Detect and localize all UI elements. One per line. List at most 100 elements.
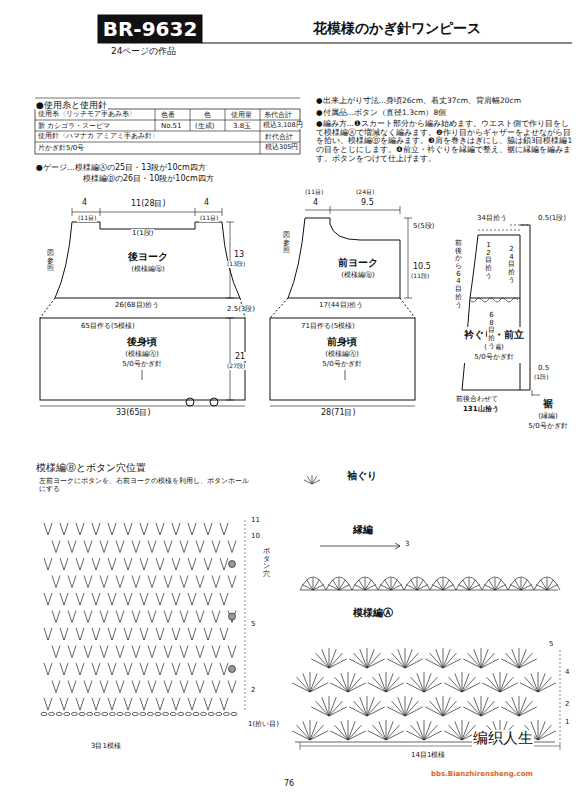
stitch [406,672,442,692]
dimension-label: ボタン穴 [262,548,271,579]
stitch [510,578,531,590]
dimension-label: 2 [564,700,570,708]
stitch [349,696,385,716]
stitch [204,523,212,535]
stitch [212,576,220,588]
stitch [76,628,84,640]
stitch [326,577,352,590]
stitch [501,696,537,716]
piece-name: 裾 [528,397,567,411]
stitch [204,663,212,675]
stitch [164,576,172,588]
dimension-label: 10 [250,532,261,540]
stitch [92,523,100,535]
stitch [52,681,60,693]
info-text: 使用糸〈リッチモア手あみ糸〉 [37,111,137,118]
stitch [76,593,84,605]
piece-name: 後ヨーク [128,250,168,264]
dimension-label: 図参照 [46,250,55,273]
piece-note: (縁編) [528,411,567,421]
stitch [132,611,140,623]
header-rule [202,43,572,44]
stitch [44,523,52,535]
front-body-outline [270,318,415,400]
stitch [132,541,140,553]
stitch [482,672,518,692]
dimension-label: 2.5(3段) [226,305,256,313]
stitch [212,646,220,658]
stitch [60,698,68,710]
stitch [520,672,556,692]
stitch [328,578,349,590]
stitch [148,646,156,658]
piece-note: (模様編Ⓑ) [128,264,168,274]
dimension-label: 5 [548,640,554,648]
back-yoke-outline [55,222,240,298]
stitch [92,558,100,570]
stitch [84,541,92,553]
pattern-piece: 前ヨーク(模様編Ⓑ) [335,255,381,281]
info-text: 税込305円 [264,144,299,151]
dimension-label: 模様編Ⓐ [352,607,394,619]
stitch [188,593,196,605]
stitch [204,558,212,570]
stitch [432,578,453,590]
stitch [164,681,172,693]
stitch [212,611,220,623]
stitch [132,646,140,658]
stitch [196,681,204,693]
dimension-label: 131山拾う [462,405,500,413]
dimension-label: 65目作る(5模様) [80,322,136,330]
info-text: 糸代合計 [263,111,293,119]
stitch [100,576,108,588]
stitch [60,663,68,675]
stitch [196,611,204,623]
stitch [172,523,180,535]
dimension-label: 4 [312,198,319,207]
info-text: 針代合計 [264,133,294,141]
stitch [172,593,180,605]
stitch [458,578,479,590]
dimension-label: 71目作る(5模様) [300,322,356,330]
stitch [444,672,480,692]
stitch [172,663,180,675]
dimension-label: 33(65目) [115,408,152,417]
stitch [92,593,100,605]
stitch [92,628,100,640]
info-text: 色番 [160,111,176,119]
info-text: 色 [203,111,212,119]
stitch [228,576,236,588]
stitch [220,558,228,570]
dimension-label: 12目拾う [484,242,493,280]
stitch [180,541,188,553]
piece-note: 5/0号かぎ針 [322,359,361,369]
piece-name: BR-9632 [103,17,198,41]
stitch [212,681,220,693]
stitch [52,576,60,588]
stitch [425,696,461,716]
info-text: ●出来上がり寸法…身頃26cm、着丈37cm、背肩幅20cm [315,97,575,106]
stitch [68,611,76,623]
dimension-label: 縁編 [352,524,374,536]
stitch [188,663,196,675]
stitch [92,663,100,675]
stitch [196,646,204,658]
stitch [84,646,92,658]
dimension-label: 11(28目) [130,199,167,208]
info-text: 24ページの作品 [110,46,177,56]
stitch [100,541,108,553]
dimension-label: 13 [233,250,245,259]
stitch [204,593,212,605]
dimension-label: 0.5(1段) [537,214,567,222]
stitch [387,648,423,668]
dimension-label: 模様編Ⓑとボタン穴位置 [35,462,147,474]
stitch [354,578,375,590]
stitch [164,646,172,658]
stitch [156,698,164,710]
stitch [212,541,220,553]
stitch [292,720,328,740]
stitch [124,663,132,675]
stitch [220,628,228,640]
stitch [172,628,180,640]
stitch [302,578,323,590]
